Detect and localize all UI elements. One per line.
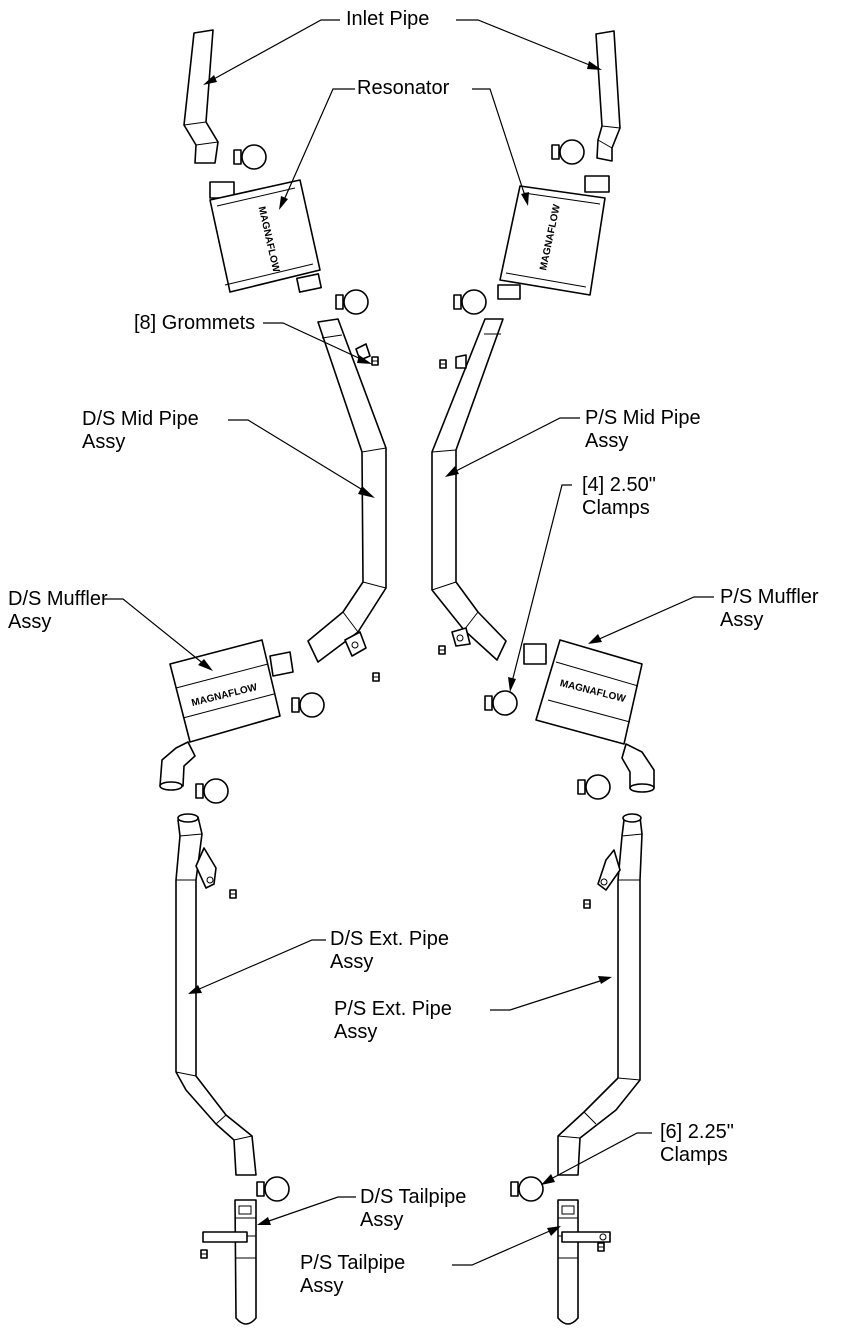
ds-mid-pipe xyxy=(307,318,387,663)
label-ps-mid-pipe: P/S Mid Pipe Assy xyxy=(585,407,701,452)
grommets xyxy=(200,356,605,1259)
label-ds-muffler: D/S Muffler Assy xyxy=(8,588,108,633)
clamp-icon xyxy=(453,289,487,315)
label-clamps-250: [4] 2.50" Clamps xyxy=(582,474,656,519)
leader-lines xyxy=(103,19,714,1266)
ds-inlet-pipe xyxy=(183,29,219,164)
clamp-icon xyxy=(256,1176,290,1202)
grommet-icon xyxy=(597,1242,605,1252)
grommet-icon xyxy=(372,672,380,682)
label-ps-muffler: P/S Muffler Assy xyxy=(720,586,819,631)
ds-muffler: MAGNAFLOW xyxy=(159,639,294,791)
ps-mid-pipe xyxy=(431,318,507,661)
grommet-icon xyxy=(229,889,237,899)
clamp-icon xyxy=(577,774,611,800)
clamp-icon xyxy=(291,692,325,718)
label-inlet-pipe: Inlet Pipe xyxy=(346,8,430,30)
grommet-icon xyxy=(438,645,446,655)
clamp-icon xyxy=(484,690,518,716)
ds-tailpipe xyxy=(202,1199,257,1325)
label-ds-tailpipe: D/S Tailpipe Assy xyxy=(360,1186,467,1231)
ps-ext-pipe xyxy=(557,813,643,1176)
label-ps-tailpipe: P/S Tailpipe Assy xyxy=(300,1252,406,1297)
clamp-icon xyxy=(233,144,267,170)
label-clamps-225: [6] 2.25" Clamps xyxy=(660,1121,734,1166)
clamps xyxy=(195,139,611,1202)
grommet-icon xyxy=(439,359,447,369)
ds-ext-pipe xyxy=(175,813,257,1176)
label-ps-ext-pipe: P/S Ext. Pipe Assy xyxy=(334,998,452,1043)
clamp-icon xyxy=(195,778,229,804)
label-ds-mid-pipe: D/S Mid Pipe Assy xyxy=(82,408,199,453)
label-resonator: Resonator xyxy=(357,77,450,99)
ps-muffler: MAGNAFLOW xyxy=(523,639,655,793)
clamp-icon xyxy=(335,289,369,315)
ps-inlet-pipe xyxy=(595,30,621,162)
ps-resonator: MAGNAFLOW xyxy=(497,175,610,300)
ds-resonator: MAGNAFLOW xyxy=(209,179,323,293)
grommet-icon xyxy=(583,899,591,909)
label-ds-ext-pipe: D/S Ext. Pipe Assy xyxy=(330,928,449,973)
ps-tailpipe xyxy=(557,1199,611,1325)
label-grommets: [8] Grommets xyxy=(134,312,256,334)
grommet-icon xyxy=(371,356,379,366)
clamp-icon xyxy=(510,1176,544,1202)
grommet-icon xyxy=(200,1249,208,1259)
clamp-icon xyxy=(551,139,585,165)
